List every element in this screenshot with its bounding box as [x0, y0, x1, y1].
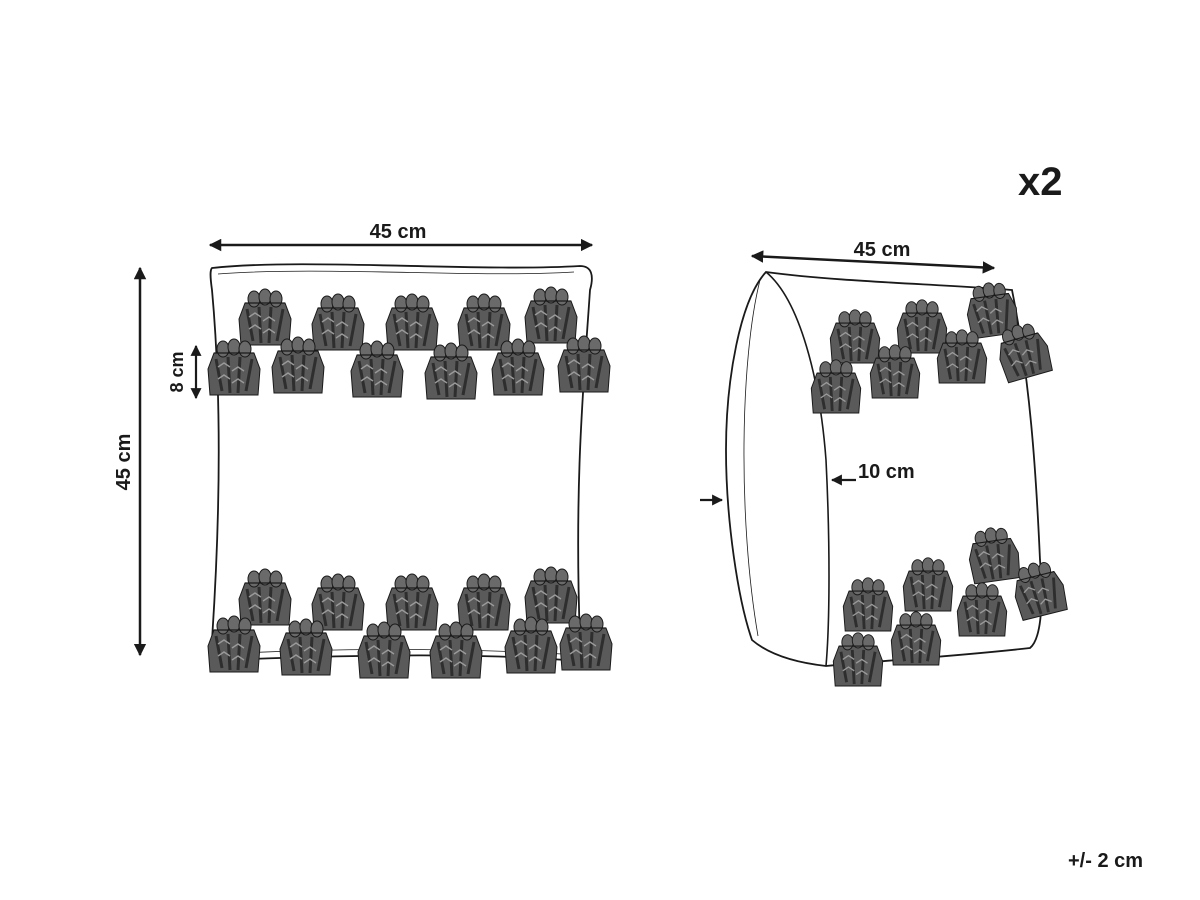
tolerance-note: +/- 2 cm [1068, 850, 1144, 872]
front-width-dimension: 45 cm [208, 221, 594, 252]
side-tassel-1 [828, 308, 882, 365]
side-tassel-9 [901, 556, 955, 613]
front-tassel-16 [523, 565, 579, 625]
side-depth-dimension: 10 cm [700, 461, 915, 506]
side-view-cushion [725, 271, 1043, 667]
quantity-label: x2 [1018, 160, 1063, 204]
front-view-tassels [206, 285, 614, 680]
front-height-label: 45 cm [113, 434, 135, 491]
front-tassel-14 [384, 572, 440, 632]
side-cushion-gusset [765, 271, 830, 667]
front-tassel-15 [456, 572, 512, 632]
front-width-label: 45 cm [370, 221, 427, 243]
side-tassel-3 [961, 278, 1022, 341]
front-tassel-21 [503, 615, 559, 675]
side-tassel-8 [841, 576, 895, 633]
side-tassel-4 [809, 358, 863, 415]
front-tassel-3 [384, 292, 440, 352]
front-tassel-9 [423, 341, 479, 401]
side-view-tassels [809, 278, 1071, 688]
side-tassel-2 [895, 298, 949, 355]
side-width-arrow [750, 250, 996, 274]
side-cushion-outline [725, 271, 1043, 667]
side-tassel-11 [831, 631, 885, 688]
side-cushion-gusset-seam [743, 279, 761, 637]
front-tassel-5 [523, 285, 579, 345]
side-depth-label: 10 cm [858, 461, 915, 483]
side-tassel-10 [963, 523, 1024, 586]
front-tassel-4 [456, 292, 512, 352]
front-tassel-2 [310, 292, 366, 352]
side-tassel-12 [889, 610, 943, 667]
tassel-length-dimension: 8 cm [167, 344, 202, 400]
front-tassel-1 [237, 287, 293, 347]
tassel-length-label: 8 cm [167, 351, 187, 392]
front-height-dimension: 45 cm [113, 266, 147, 657]
side-width-dimension: 45 cm [750, 239, 996, 274]
front-tassel-11 [556, 334, 612, 394]
side-width-label: 45 cm [854, 239, 911, 261]
front-tassel-12 [237, 567, 293, 627]
side-tassel-13 [955, 581, 1009, 638]
